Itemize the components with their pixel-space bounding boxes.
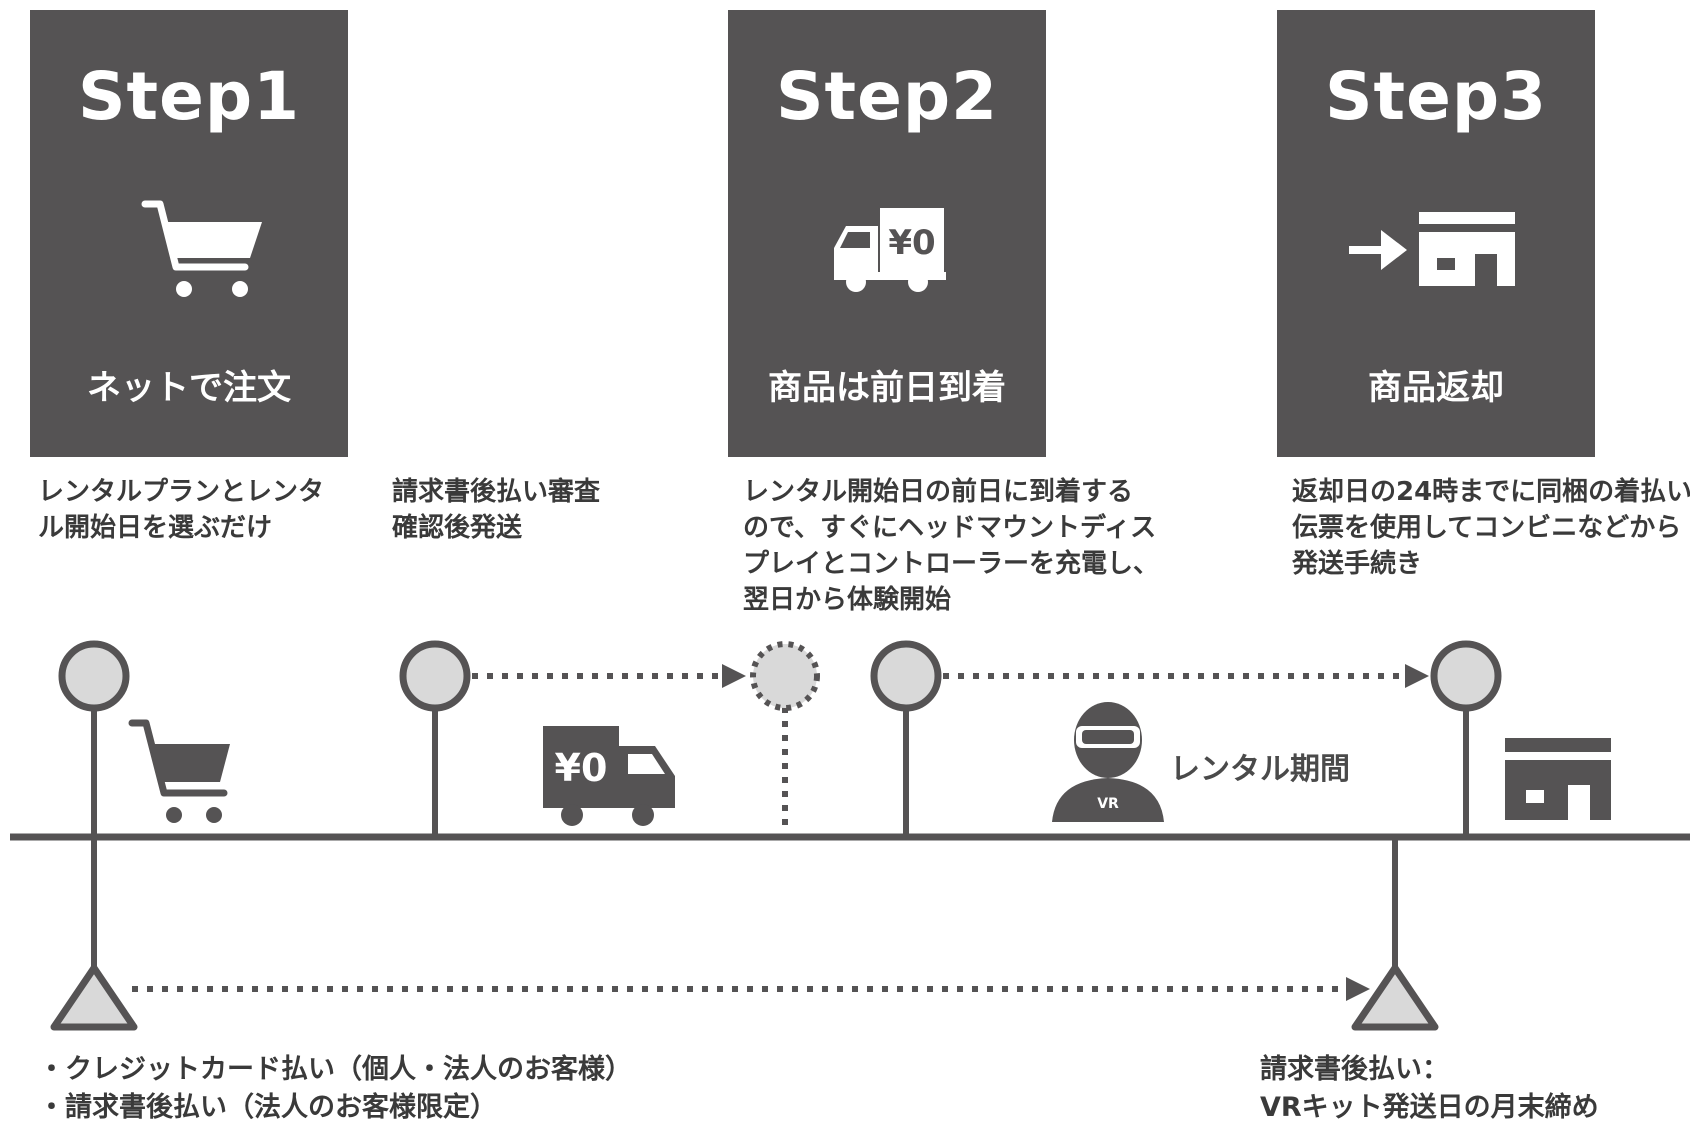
description-arrival: レンタル開始日の前日に到着する ので、すぐにヘッドマウントディス プレイとコント… [743,474,1159,618]
rental-period-label: レンタル期間 [1170,752,1350,787]
billing-line: VRキット発送日の月末締め [1260,1092,1599,1123]
vr-user-icon: VR [1052,702,1164,822]
step-card-3: Step3 商品返却 [1277,10,1595,457]
description-line: レンタル開始日の前日に到着する [743,477,1134,507]
description-line: レンタルプランとレンタ [38,477,325,507]
step-card-2: Step2 ¥0 商品は前日到着 [728,10,1046,457]
arrival-node [870,640,942,712]
truck-price-badge: ¥0 [888,223,935,263]
description-return: 返却日の24時までに同梱の着払い 伝票を使用してコンビニなどから 発送手続き [1292,474,1690,582]
cart-icon [141,200,262,297]
description-line: 返却日の24時までに同梱の着払い [1292,477,1690,507]
timeline-truck-badge: ¥0 [555,746,608,790]
delivery-truck-icon: ¥0 [834,208,946,292]
timeline-cart-icon [128,719,230,823]
description-line: 発送手続き [1292,549,1423,579]
review-node [399,640,471,712]
delivery-node [750,641,820,711]
vr-badge: VR [1097,796,1119,812]
order-node [58,640,130,712]
shipping-arrowhead [722,664,746,688]
billing-line: 請求書後払い： [1260,1054,1449,1085]
step-title: Step1 [77,58,300,135]
return-to-store-icon [1349,212,1515,286]
description-line: ので、すぐにヘッドマウントディス [743,513,1157,543]
billing-triangle [1351,964,1439,1031]
step-label: ネットで注文 [87,368,291,408]
step-label: 商品は前日到着 [768,368,1006,408]
payment-method-line: ・請求書後払い（法人のお客様限定） [38,1092,497,1123]
step-title: Step2 [775,58,998,135]
payment-method-line: ・クレジットカード払い（個人・法人のお客様） [38,1054,632,1085]
description-order: レンタルプランとレンタ ル開始日を選ぶだけ [38,474,324,546]
payment-start-triangle [50,964,138,1031]
description-line: 翌日から体験開始 [743,585,952,615]
timeline-store-icon [1505,738,1611,820]
description-line: 確認後発送 [392,513,523,543]
billing-terms: 請求書後払い： VRキット発送日の月末締め [1260,1051,1599,1127]
step-label: 商品返却 [1368,368,1504,408]
rental-arrowhead [1405,664,1429,688]
description-line: プレイとコントローラーを充電し、 [743,549,1160,579]
description-line: ル開始日を選ぶだけ [38,513,273,543]
step-title: Step3 [1324,58,1547,135]
return-node [1430,640,1502,712]
timeline-truck-icon: ¥0 [543,726,675,826]
step-card-1: Step1 ネットで注文 [30,10,348,457]
description-line: 請求書後払い審査 [392,477,601,507]
payment-methods: ・クレジットカード払い（個人・法人のお客様） ・請求書後払い（法人のお客様限定） [38,1051,632,1127]
description-review: 請求書後払い審査 確認後発送 [392,474,600,546]
description-line: 伝票を使用してコンビニなどから [1292,513,1682,543]
payment-arrowhead [1346,977,1370,1001]
